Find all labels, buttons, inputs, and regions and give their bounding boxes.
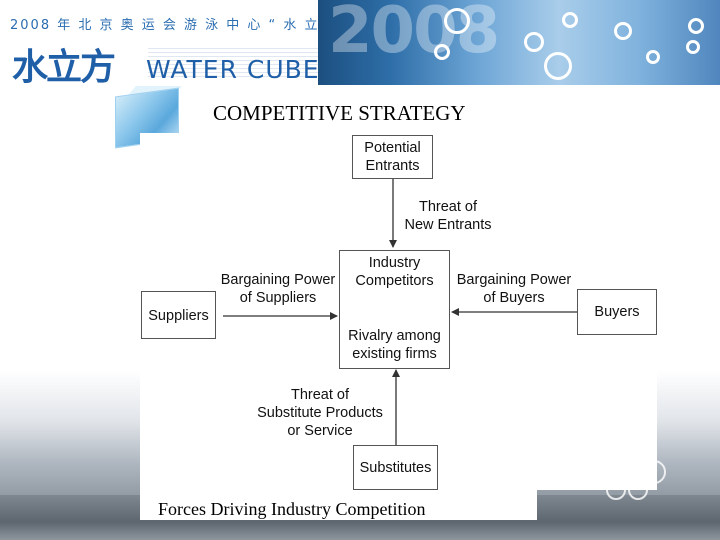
diagram-caption: Forces Driving Industry Competition: [158, 499, 426, 519]
bubble-icon: [524, 32, 544, 52]
header-banner-image: 2008: [318, 0, 720, 85]
industry-competitors-label: Industry Competitors: [355, 255, 434, 289]
rivalry-label: Rivalry among existing firms: [348, 328, 441, 362]
header: 2008 年 北 京 奥 运 会 游 泳 中 心 “ 水 立 方 ” 水立方 W…: [0, 0, 720, 88]
logo-english: WATER CUBE: [146, 55, 320, 84]
bubble-icon: [562, 12, 578, 28]
potential-entrants-box: [352, 135, 433, 179]
suppliers-box: [141, 291, 216, 339]
threat-substitutes-label: Threat of Substitute Products or Service: [257, 387, 383, 439]
slide-title: COMPETITIVE STRATEGY: [213, 101, 466, 125]
five-forces-diagram: Potential Entrants Threat of New Entrant…: [140, 133, 657, 490]
substitutes-box: [353, 445, 438, 490]
buyers-box: [577, 289, 657, 335]
suppliers-label: Suppliers: [148, 308, 209, 324]
threat-new-entrants-label: Threat of New Entrants: [404, 199, 492, 233]
bubble-icon: [686, 40, 700, 54]
banner-year: 2008: [328, 0, 500, 68]
caption-background: [140, 490, 537, 520]
substitutes-label: Substitutes: [359, 460, 432, 476]
logo-chinese: 水立方: [12, 47, 116, 88]
supplier-power-label: Bargaining Power of Suppliers: [220, 272, 336, 306]
buyer-power-label: Bargaining Power of Buyers: [456, 272, 572, 306]
industry-competitors-box: [339, 250, 450, 369]
bubble-icon: [614, 22, 632, 40]
potential-entrants-label: Potential Entrants: [364, 140, 421, 174]
bubble-icon: [646, 50, 660, 64]
logo-stripes: [148, 46, 318, 80]
bubble-icon: [544, 52, 572, 80]
buyers-label: Buyers: [594, 304, 640, 320]
header-tagline: 2008 年 北 京 奥 运 会 游 泳 中 心 “ 水 立 方 ”: [10, 18, 356, 33]
bubble-icon: [434, 44, 450, 60]
bubble-icon: [688, 18, 704, 34]
bubble-icon: [444, 8, 470, 34]
